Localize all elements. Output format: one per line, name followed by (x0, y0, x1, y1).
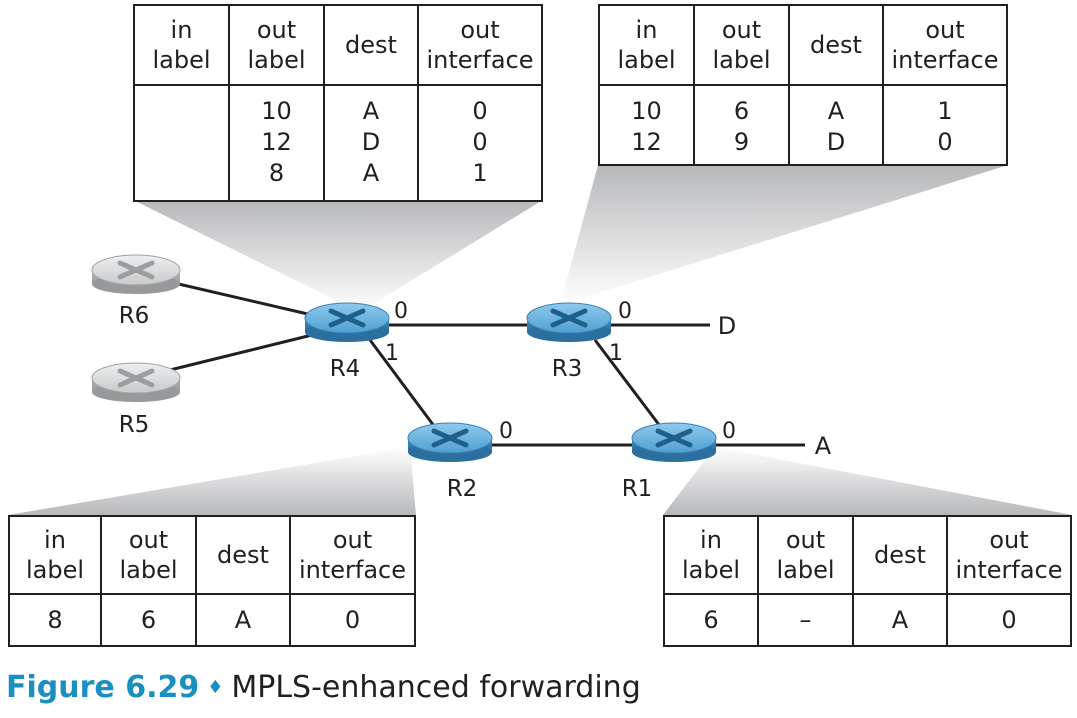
cell-out-label: 6 9 (693, 84, 790, 166)
header-dest: dest (788, 4, 884, 86)
router-label-r6: R6 (119, 303, 150, 329)
router-label-r5: R5 (119, 412, 150, 438)
cell-out-interface: 0 (946, 593, 1072, 647)
cell-dest: A D (788, 84, 884, 166)
diamond-icon: ♦ (207, 677, 224, 698)
router-r2-icon (407, 422, 493, 462)
destination-d: D (718, 312, 736, 340)
cell-dest: A (852, 593, 948, 647)
cell-out-label: 6 (100, 593, 197, 647)
header-dest: dest (852, 515, 948, 595)
destination-a: A (815, 432, 832, 460)
router-r6-icon (91, 254, 181, 294)
router-r1-icon (631, 422, 717, 462)
router-r3-icon (526, 302, 612, 342)
callout-wedge-r3 (560, 165, 1008, 305)
cell-out-interface: 0 0 1 (417, 84, 543, 202)
callout-wedge-r4 (133, 200, 543, 312)
interface-r4-1: 1 (385, 341, 399, 366)
cell-out-interface: 0 (289, 593, 416, 647)
header-dest: dest (195, 515, 291, 595)
cell-in-label: 6 (663, 593, 759, 647)
router-label-r1: R1 (622, 476, 653, 502)
link-r3-r1 (593, 339, 665, 431)
cell-out-interface: 1 0 (882, 84, 1008, 166)
caption-text: MPLS-enhanced forwarding (231, 670, 641, 705)
interface-r2-0: 0 (499, 419, 513, 444)
figure-number: Figure 6.29 (6, 670, 200, 705)
cell-dest: A D A (323, 84, 419, 202)
interface-r3-0: 0 (618, 299, 632, 324)
callout-wedge-r1 (663, 447, 1072, 515)
link-r5-r4 (169, 333, 313, 372)
router-label-r4: R4 (330, 356, 361, 382)
callout-wedge-r2 (8, 447, 416, 515)
cell-out-label: – (757, 593, 854, 647)
link-r6-r4 (169, 280, 313, 317)
cell-out-label: 10 12 8 (228, 84, 325, 202)
header-dest: dest (323, 4, 419, 86)
figure-caption: Figure 6.29 ♦ MPLS-enhanced forwarding (6, 670, 641, 705)
router-r4-icon (304, 302, 390, 342)
cell-in-label: 10 12 (598, 84, 695, 166)
router-label-r2: R2 (447, 476, 478, 502)
interface-r3-1: 1 (609, 341, 623, 366)
cell-in-label: 8 (8, 593, 102, 647)
cell-dest: A (195, 593, 291, 647)
interface-r1-0: 0 (722, 419, 736, 444)
router-label-r3: R3 (552, 356, 583, 382)
link-r4-r2 (368, 339, 439, 431)
router-r5-icon (91, 362, 181, 402)
interface-r4-0: 0 (394, 299, 408, 324)
cell-in-label (133, 84, 230, 202)
